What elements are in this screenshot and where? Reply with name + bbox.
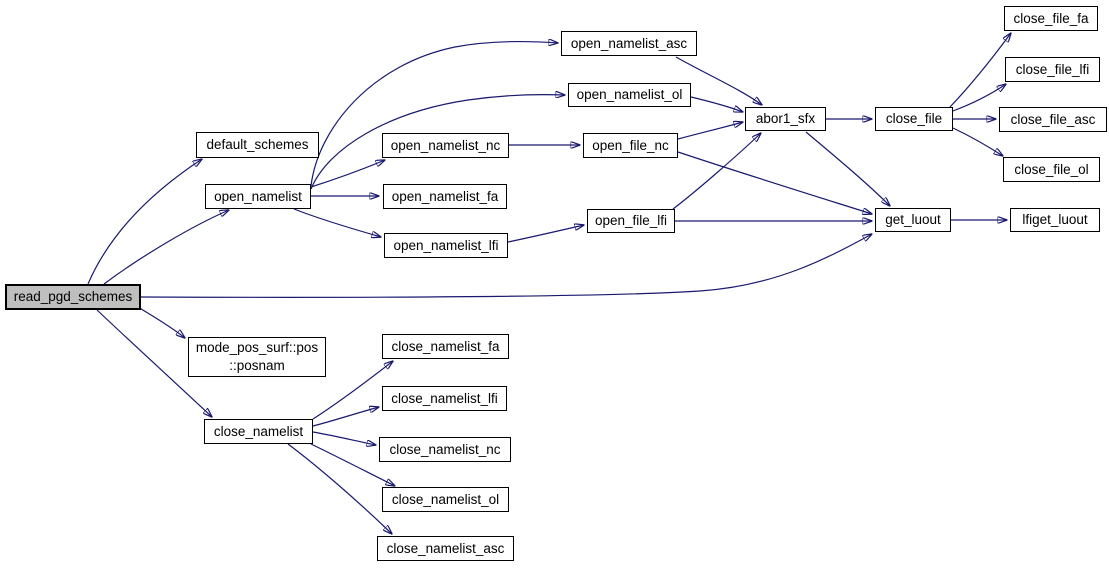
node-close_namelist_ol[interactable]: close_namelist_ol — [382, 487, 509, 512]
edge-read_pgd_schemes-close_namelist — [96, 309, 212, 417]
edge-read_pgd_schemes-default_schemes — [87, 159, 202, 285]
edge-read_pgd_schemes-mode_pos_surf_posnam — [137, 306, 185, 338]
node-open_file_lfi[interactable]: open_file_lfi — [587, 209, 675, 233]
edge-open_namelist_asc-abor1_sfx — [675, 56, 762, 105]
edge-open_namelist-open_namelist_ol — [310, 95, 565, 190]
node-open_namelist_nc[interactable]: open_namelist_nc — [382, 133, 509, 158]
node-get_luout[interactable]: get_luout — [875, 208, 951, 232]
node-close_file_ol[interactable]: close_file_ol — [1003, 157, 1100, 182]
node-open_namelist_fa[interactable]: open_namelist_fa — [383, 184, 507, 209]
node-close_namelist_nc[interactable]: close_namelist_nc — [379, 437, 511, 462]
node-close_namelist[interactable]: close_namelist — [204, 419, 313, 444]
node-default_schemes[interactable]: default_schemes — [196, 132, 319, 158]
node-abor1_sfx[interactable]: abor1_sfx — [745, 107, 826, 131]
edge-close_file-close_file_ol — [952, 127, 1003, 156]
node-close_file_lfi[interactable]: close_file_lfi — [1005, 57, 1100, 82]
edge-open_file_lfi-abor1_sfx — [672, 133, 761, 210]
edge-open_file_nc-get_luout — [677, 151, 872, 214]
node-close_file[interactable]: close_file — [875, 107, 953, 131]
edge-open_namelist_lfi-open_file_lfi — [507, 225, 584, 243]
edge-open_namelist-open_namelist_lfi — [293, 208, 381, 237]
edge-abor1_sfx-get_luout — [805, 131, 890, 206]
node-open_file_nc[interactable]: open_file_nc — [583, 133, 678, 158]
edge-close_namelist-close_namelist_ol — [310, 443, 395, 486]
edge-read_pgd_schemes-open_namelist — [103, 210, 229, 285]
node-close_namelist_asc[interactable]: close_namelist_asc — [377, 536, 514, 561]
edge-read_pgd_schemes-get_luout — [140, 234, 872, 298]
edge-close_file-close_file_lfi — [952, 84, 1006, 112]
node-close_file_fa[interactable]: close_file_fa — [1004, 6, 1098, 31]
node-read_pgd_schemes[interactable]: read_pgd_schemes — [5, 284, 141, 310]
edge-open_namelist_ol-abor1_sfx — [690, 96, 743, 112]
node-open_namelist[interactable]: open_namelist — [205, 184, 311, 209]
node-open_namelist_asc[interactable]: open_namelist_asc — [561, 31, 697, 56]
edge-close_namelist-close_namelist_fa — [312, 361, 393, 420]
edge-open_namelist-open_namelist_nc — [310, 160, 385, 188]
edge-close_file-close_file_fa — [949, 33, 1011, 108]
edge-close_namelist-close_namelist_nc — [312, 431, 376, 445]
edge-open_namelist-open_namelist_asc — [310, 42, 558, 187]
node-mode_pos_surf-posnam[interactable]: mode_pos_surf::pos ::posnam — [188, 337, 326, 377]
node-close_file_asc[interactable]: close_file_asc — [999, 107, 1107, 132]
edge-open_file_nc-abor1_sfx — [677, 122, 743, 140]
node-open_namelist_ol[interactable]: open_namelist_ol — [568, 83, 691, 107]
node-lfiget_luout[interactable]: lfiget_luout — [1010, 208, 1100, 232]
edge-close_namelist-close_namelist_asc — [287, 443, 392, 534]
node-close_namelist_lfi[interactable]: close_namelist_lfi — [382, 386, 507, 411]
node-open_namelist_lfi[interactable]: open_namelist_lfi — [384, 233, 508, 258]
edge-close_namelist-close_namelist_lfi — [312, 407, 379, 427]
node-close_namelist_fa[interactable]: close_namelist_fa — [382, 334, 509, 359]
